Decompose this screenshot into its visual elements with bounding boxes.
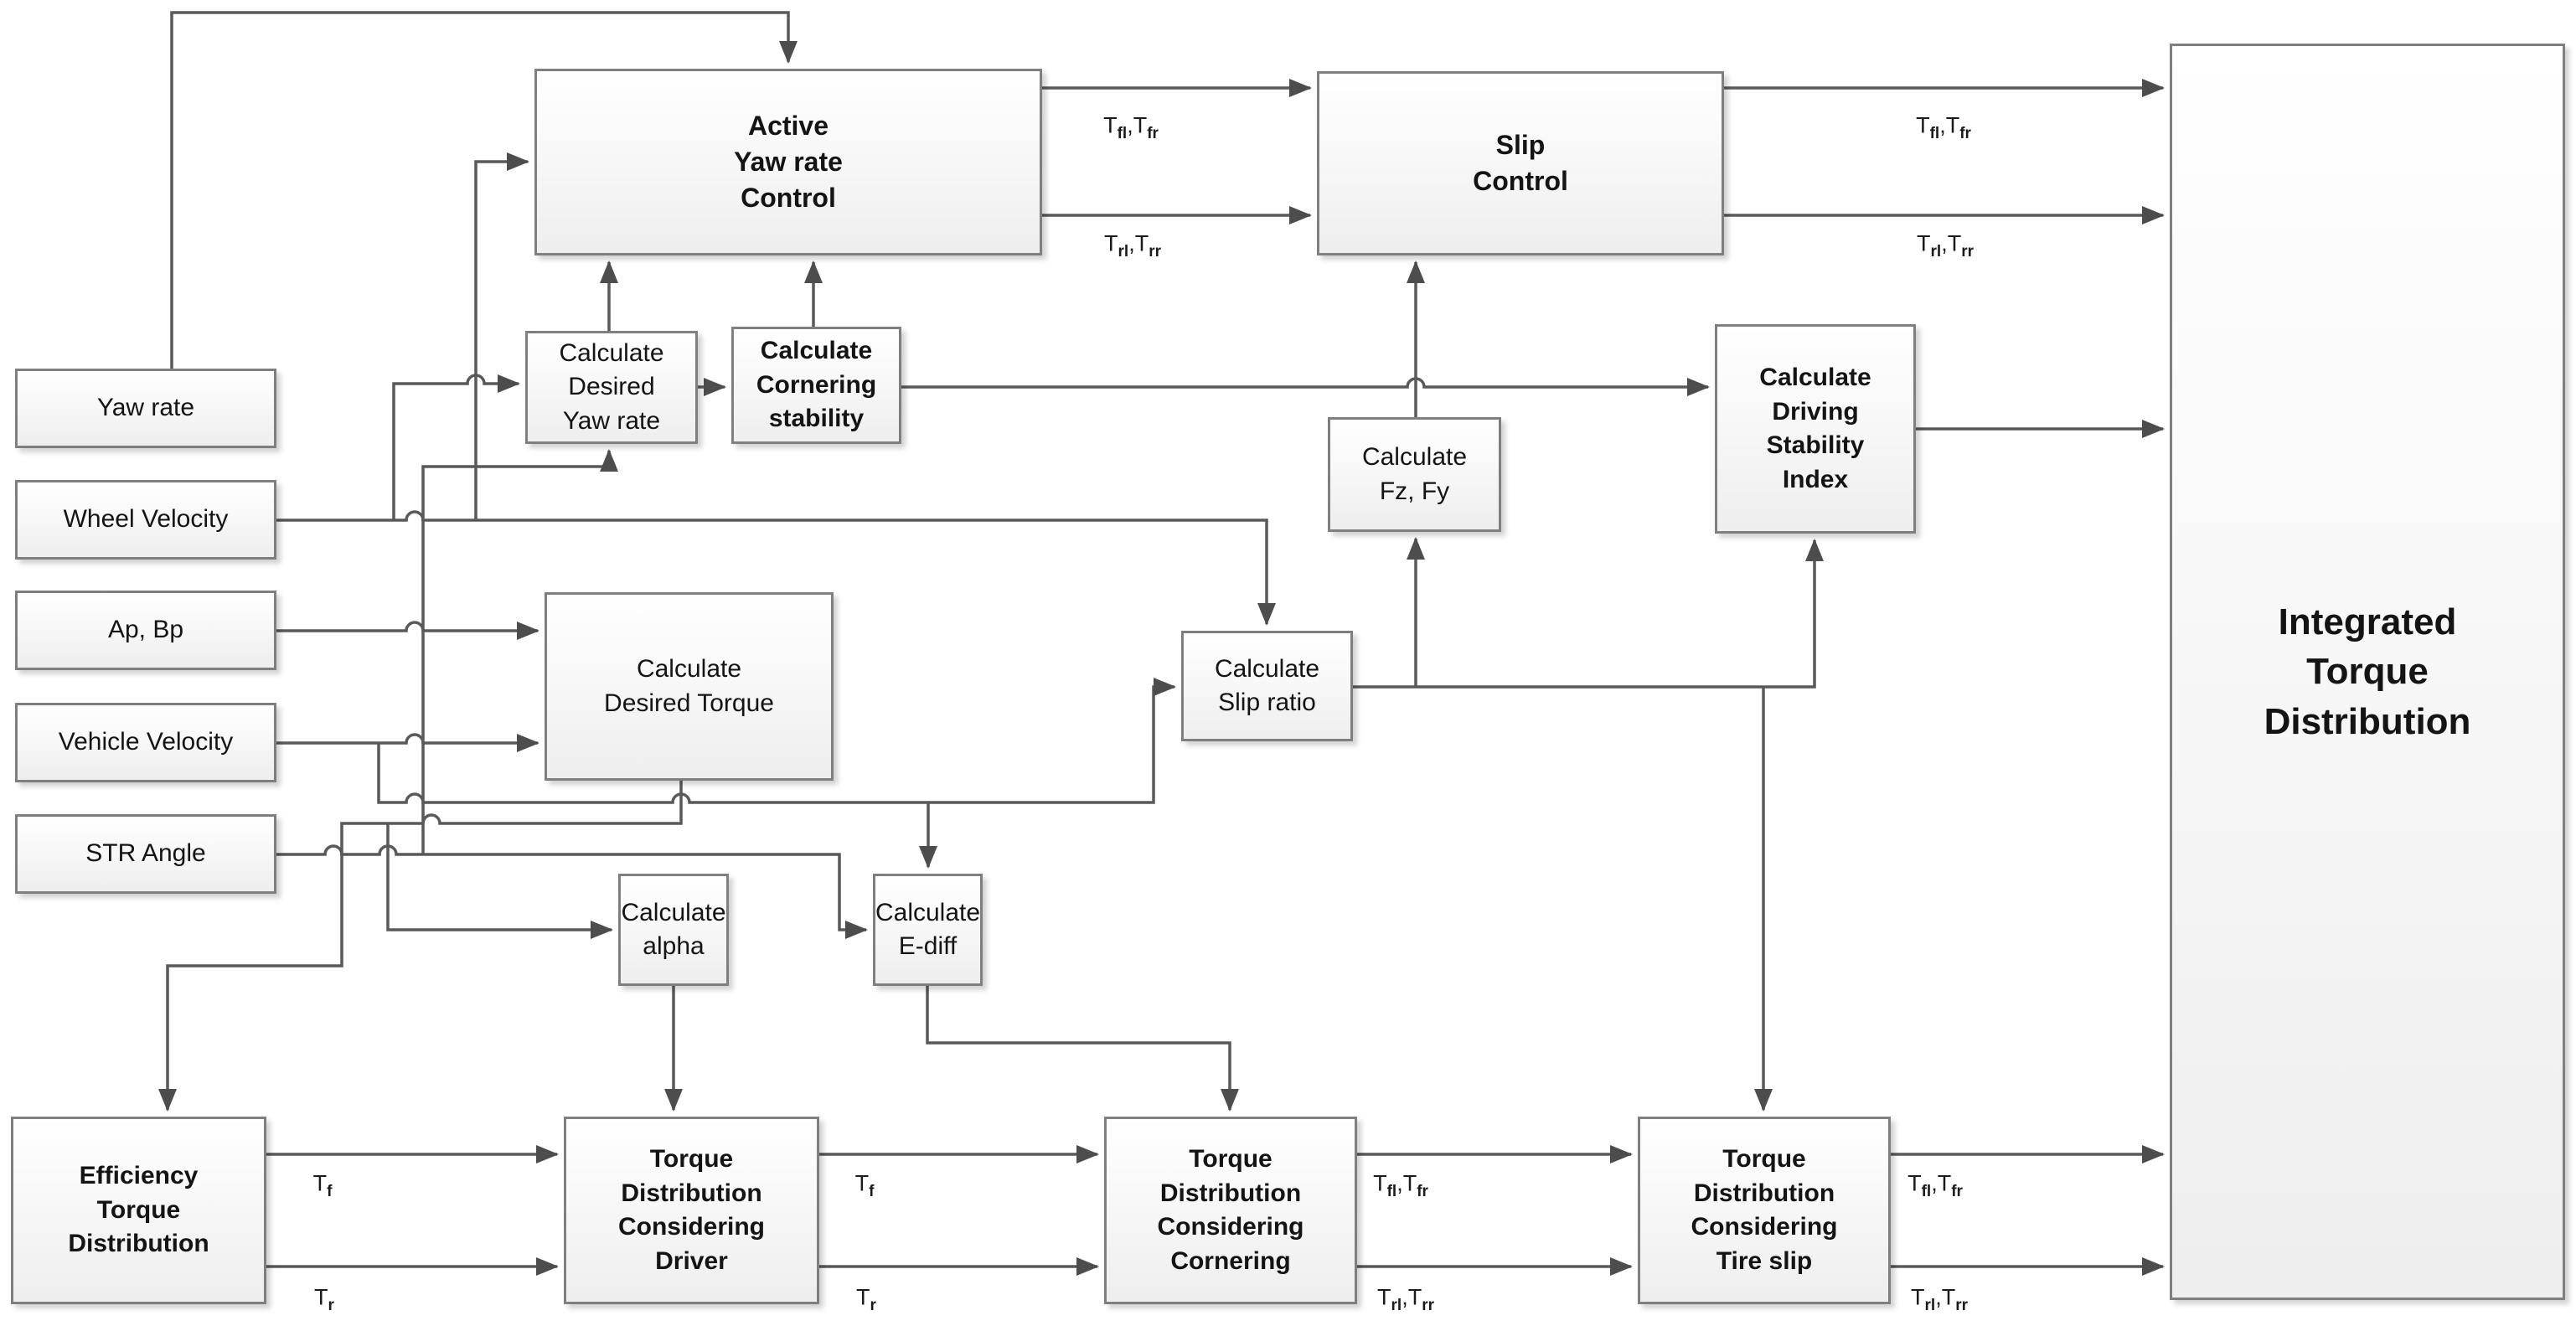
edge-desiredtorque-alpha xyxy=(386,823,613,939)
block-torque-distribution-driver: Torque Distribution Considering Driver xyxy=(564,1117,819,1304)
torque-label-active-slip-front: Tfl,Tfr xyxy=(1103,112,1159,142)
block-calc-desired-torque-label: Calculate Desired Torque xyxy=(604,655,774,717)
edge-corneringstab-dsi xyxy=(901,377,1710,396)
block-slip-control-label: Slip Control xyxy=(1473,129,1568,196)
torque-label-cornering-tireslip-front: Tfl,Tfr xyxy=(1373,1170,1428,1200)
block-calc-e-diff-label: Calculate E-diff xyxy=(875,898,981,961)
block-efficiency-torque-distribution: Efficiency Torque Distribution xyxy=(11,1117,266,1304)
edge-vehiclevel-desiredtorque xyxy=(276,733,539,752)
block-calc-fz-fy: Calculate Fz, Fy xyxy=(1328,417,1501,532)
edge-str-desiredyaw-bottom xyxy=(421,449,618,854)
input-yaw-rate-label: Yaw rate xyxy=(96,394,195,422)
block-calc-slip-ratio-label: Calculate Slip ratio xyxy=(1214,654,1320,717)
torque-label-efficiency-driver-rear: Tr xyxy=(314,1284,334,1314)
input-str-angle: STR Angle xyxy=(15,814,276,894)
edge-apbp-desiredtorque xyxy=(276,621,539,640)
block-calc-cornering-stability-label: Calculate Cornering stability xyxy=(756,337,877,433)
block-torque-distribution-tire-slip-label: Torque Distribution Considering Tire sli… xyxy=(1691,1145,1838,1275)
block-calc-e-diff: Calculate E-diff xyxy=(873,874,983,986)
edge-ediff-cornering xyxy=(926,986,1239,1112)
block-active-yaw-rate-control: Active Yaw rate Control xyxy=(534,69,1042,255)
torque-label-tireslip-integrated-front: Tfl,Tfr xyxy=(1907,1170,1963,1200)
block-torque-distribution-cornering-label: Torque Distribution Considering Cornerin… xyxy=(1157,1145,1304,1275)
block-efficiency-torque-distribution-label: Efficiency Torque Distribution xyxy=(68,1162,209,1258)
block-calc-desired-yaw-rate-label: Calculate Desired Yaw rate xyxy=(559,338,664,435)
torque-label-driver-cornering-rear: Tr xyxy=(856,1284,876,1314)
input-ap-bp: Ap, Bp xyxy=(15,591,276,670)
block-torque-distribution-driver-label: Torque Distribution Considering Driver xyxy=(617,1145,765,1275)
block-integrated-torque-distribution: Integrated Torque Distribution xyxy=(2170,44,2565,1300)
torque-label-cornering-tireslip-rear: Trl,Trr xyxy=(1377,1284,1434,1314)
input-vehicle-velocity: Vehicle Velocity xyxy=(15,703,276,782)
torque-label-driver-cornering-front: Tf xyxy=(854,1170,875,1200)
block-torque-distribution-tire-slip: Torque Distribution Considering Tire sli… xyxy=(1638,1117,1891,1304)
input-wheel-velocity-label: Wheel Velocity xyxy=(63,505,229,534)
block-torque-distribution-cornering: Torque Distribution Considering Cornerin… xyxy=(1104,1117,1357,1304)
block-calc-slip-ratio: Calculate Slip ratio xyxy=(1181,631,1353,741)
torque-label-slip-integrated-front: Tfl,Tfr xyxy=(1916,112,1971,142)
edge-desiredtorque-efficiency xyxy=(158,781,683,1112)
block-calc-fz-fy-label: Calculate Fz, Fy xyxy=(1361,443,1468,505)
block-calc-alpha-label: Calculate alpha xyxy=(621,898,726,961)
edge-vehiclevel-ediff-top xyxy=(377,743,937,869)
edge-yawrate-active xyxy=(170,11,798,369)
block-calc-alpha: Calculate alpha xyxy=(618,874,729,986)
block-calc-cornering-stability: Calculate Cornering stability xyxy=(731,327,901,444)
input-vehicle-velocity-label: Vehicle Velocity xyxy=(58,728,234,756)
edge-slipratio-dsi xyxy=(1353,539,1824,689)
input-wheel-velocity: Wheel Velocity xyxy=(15,480,276,560)
torque-label-efficiency-driver-front: Tf xyxy=(312,1170,333,1200)
input-str-angle-label: STR Angle xyxy=(85,839,206,868)
edge-str-ediff-left xyxy=(276,844,868,939)
edge-wheelvel-active xyxy=(474,152,529,520)
block-calc-desired-torque: Calculate Desired Torque xyxy=(545,592,834,781)
block-active-yaw-rate-control-label: Active Yaw rate Control xyxy=(734,110,843,214)
block-integrated-torque-distribution-label: Integrated Torque Distribution xyxy=(2264,601,2471,742)
edge-vehiclevel-slipratio xyxy=(928,678,1176,804)
torque-label-tireslip-integrated-rear: Trl,Trr xyxy=(1911,1284,1968,1314)
input-ap-bp-label: Ap, Bp xyxy=(107,616,184,644)
torque-label-slip-integrated-rear: Trl,Trr xyxy=(1917,230,1974,261)
block-calc-driving-stability-index: Calculate Driving Stability Index xyxy=(1715,324,1916,534)
torque-label-active-slip-rear: Trl,Trr xyxy=(1104,230,1161,261)
block-calc-desired-yaw-rate: Calculate Desired Yaw rate xyxy=(525,331,698,444)
edge-wheelvel-desiredyaw xyxy=(392,374,520,520)
input-yaw-rate: Yaw rate xyxy=(15,369,276,448)
block-slip-control: Slip Control xyxy=(1317,71,1724,255)
block-calc-driving-stability-index-label: Calculate Driving Stability Index xyxy=(1759,364,1871,493)
